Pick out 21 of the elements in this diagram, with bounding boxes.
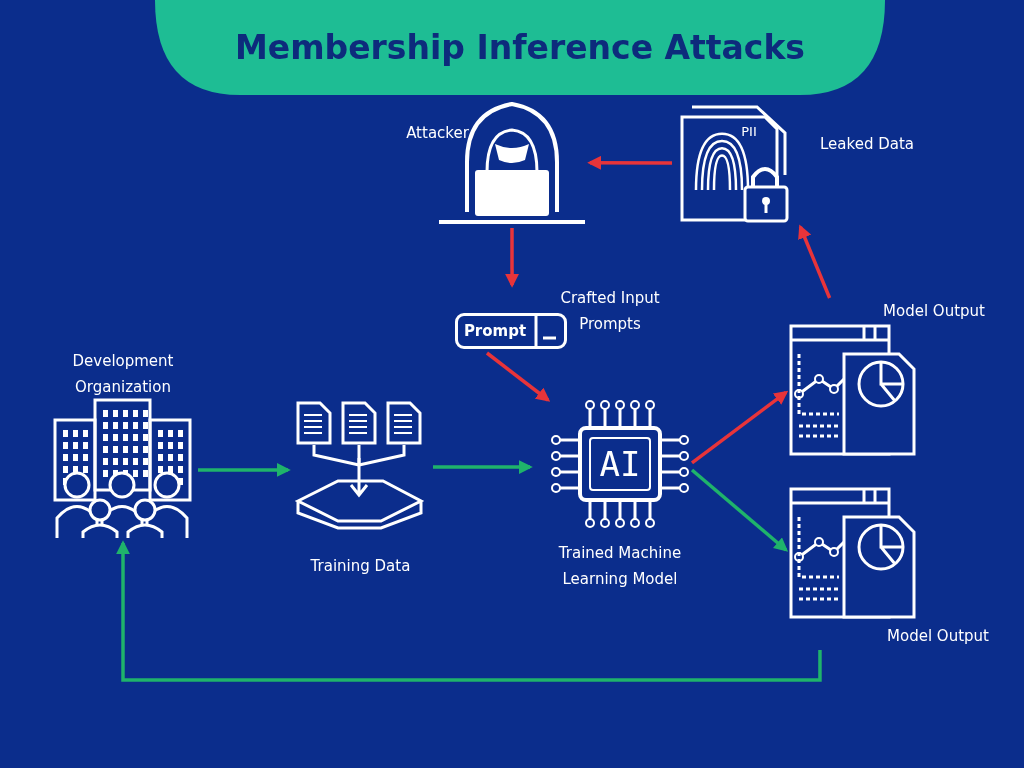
arrow xyxy=(198,462,291,477)
node-label: Model Output xyxy=(882,301,986,322)
node-label: Crafted Input Prompts xyxy=(559,288,661,335)
arrow xyxy=(116,540,822,682)
title: Membership Inference Attacks xyxy=(233,28,806,67)
icon-label: PII xyxy=(740,123,758,141)
arrow xyxy=(485,351,551,402)
node-label: Prompt xyxy=(462,321,528,342)
arrow xyxy=(587,155,672,170)
arrow xyxy=(505,228,520,288)
arrow xyxy=(433,460,533,475)
arrow xyxy=(690,390,789,465)
node-label: Leaked Data xyxy=(819,134,915,155)
node-label: Model Output xyxy=(886,626,990,647)
chip-label: AI xyxy=(598,444,642,484)
node-label: Training Data xyxy=(309,556,412,577)
node-label: Trained Machine Learning Model xyxy=(557,543,683,590)
arrow xyxy=(798,224,832,299)
arrow xyxy=(690,468,789,552)
node-label: Development Organization xyxy=(71,351,175,398)
node-label: Attacker xyxy=(405,123,470,144)
